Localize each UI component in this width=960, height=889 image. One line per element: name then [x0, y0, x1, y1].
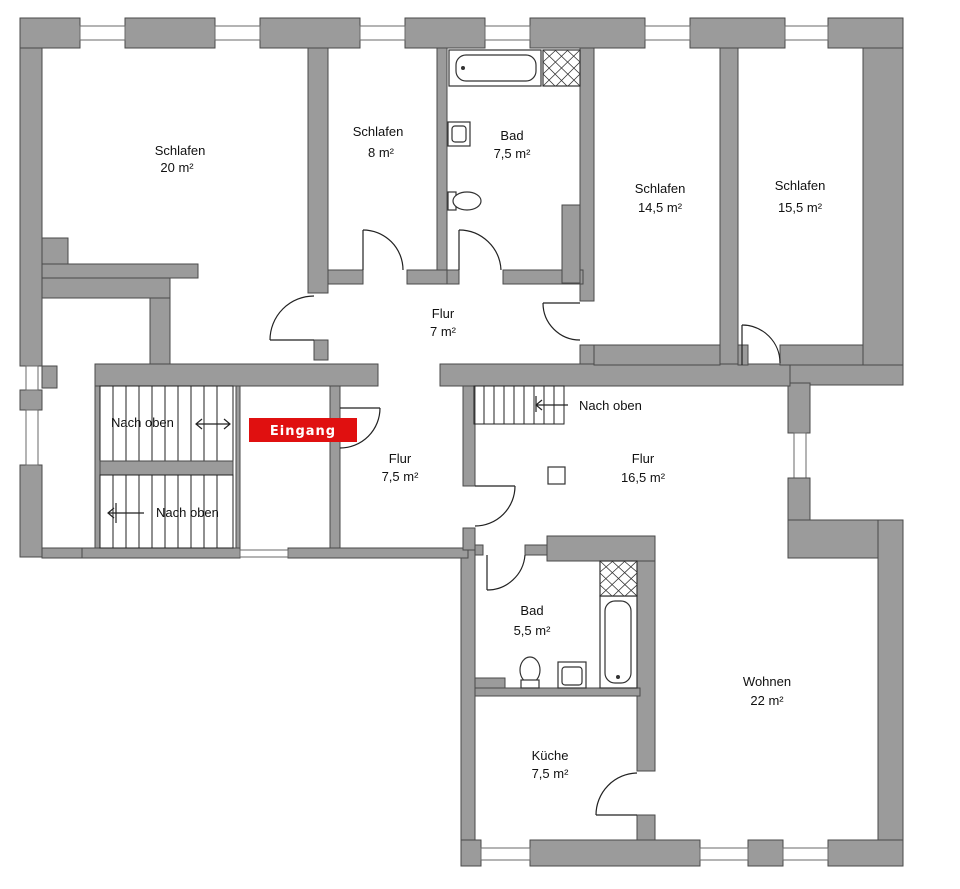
room-area-flur-7: 7 m² — [430, 324, 457, 339]
stair-label-right: Nach oben — [579, 398, 642, 413]
door-swing — [741, 324, 781, 365]
room-area-flur-16-5: 16,5 m² — [621, 470, 666, 485]
room-name-flur-7: Flur — [432, 306, 455, 321]
room-name-schlafen-20: Schlafen — [155, 143, 206, 158]
door-swing — [486, 554, 526, 591]
stair-arrow-icon — [195, 418, 231, 430]
stair-arrow-icon — [107, 503, 144, 523]
entrance-marker — [249, 418, 357, 442]
chimney-icon — [547, 466, 566, 485]
door-swing — [458, 229, 502, 271]
room-name-wohnen-22: Wohnen — [743, 674, 791, 689]
bathtub-icon — [599, 595, 638, 689]
stair-label-upper-left: Nach oben — [111, 415, 174, 430]
room-name-bad-7-5: Bad — [500, 128, 523, 143]
toilet-icon — [447, 191, 482, 211]
door-swing — [362, 229, 404, 271]
room-name-schlafen-15-5: Schlafen — [775, 178, 826, 193]
room-name-flur-16-5: Flur — [632, 451, 655, 466]
door-swing — [542, 302, 581, 341]
room-area-flur-7-5: 7,5 m² — [382, 469, 420, 484]
bathtub-icon — [448, 49, 542, 87]
door-swing — [339, 407, 381, 449]
room-area-schlafen-14-5: 14,5 m² — [638, 200, 683, 215]
room-area-kueche-7-5: 7,5 m² — [532, 766, 570, 781]
shower-tray-icon — [599, 560, 638, 597]
inner-walls — [41, 47, 864, 841]
room-area-bad-5-5: 5,5 m² — [514, 623, 552, 638]
sink-icon — [557, 661, 587, 689]
room-name-kueche-7-5: Küche — [532, 748, 569, 763]
stairs-left-lower — [99, 474, 234, 549]
entrance-label: Eingang — [270, 424, 336, 439]
room-name-bad-5-5: Bad — [520, 603, 543, 618]
door-swing — [595, 772, 638, 816]
stair-label-lower-left: Nach oben — [156, 505, 219, 520]
shower-tray-icon — [542, 49, 581, 87]
sink-icon — [447, 121, 471, 147]
room-area-bad-7-5: 7,5 m² — [494, 146, 532, 161]
room-name-schlafen-14-5: Schlafen — [635, 181, 686, 196]
toilet-icon — [519, 656, 541, 689]
room-area-schlafen-15-5: 15,5 m² — [778, 200, 823, 215]
stair-landing-wall — [99, 460, 234, 476]
room-name-flur-7-5: Flur — [389, 451, 412, 466]
door-swing — [474, 485, 516, 527]
room-area-schlafen-8: 8 m² — [368, 145, 395, 160]
room-area-schlafen-20: 20 m² — [160, 160, 194, 175]
room-area-wohnen-22: 22 m² — [750, 693, 784, 708]
stair-arrow-icon — [535, 396, 568, 412]
room-name-schlafen-8: Schlafen — [353, 124, 404, 139]
door-swing — [269, 295, 315, 341]
